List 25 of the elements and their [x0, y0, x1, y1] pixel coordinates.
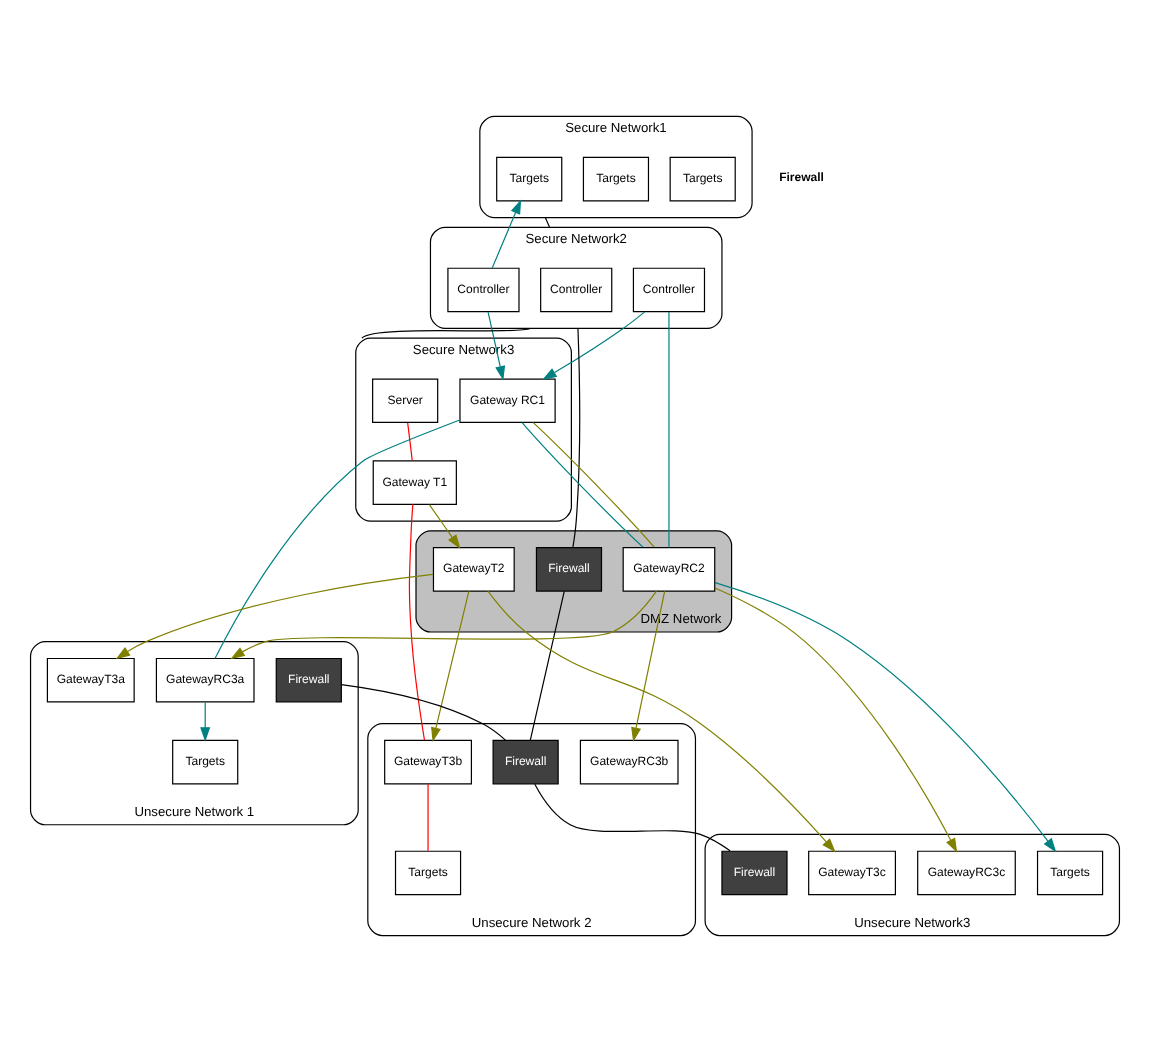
- connector: [532, 422, 655, 548]
- arrow: [542, 311, 646, 380]
- arrow: [491, 199, 522, 269]
- arrow: [230, 590, 658, 660]
- arrow: [115, 573, 434, 660]
- connector: [668, 311, 670, 549]
- connector: [544, 217, 551, 228]
- arrow: [487, 590, 836, 853]
- connector: [408, 503, 426, 741]
- connector: [529, 590, 565, 741]
- connector: [572, 327, 581, 549]
- arrow: [431, 590, 470, 742]
- connector: [534, 783, 731, 852]
- arrow: [714, 582, 1057, 853]
- arrow: [714, 587, 958, 853]
- arrow: [428, 504, 461, 550]
- arrow: [631, 590, 666, 742]
- connector: [427, 783, 429, 852]
- connector: [214, 419, 461, 659]
- connector: [407, 422, 413, 461]
- connector: [340, 684, 507, 741]
- arrow: [200, 701, 211, 742]
- connector: [521, 422, 644, 548]
- arrow: [487, 311, 506, 381]
- connector: [361, 327, 532, 339]
